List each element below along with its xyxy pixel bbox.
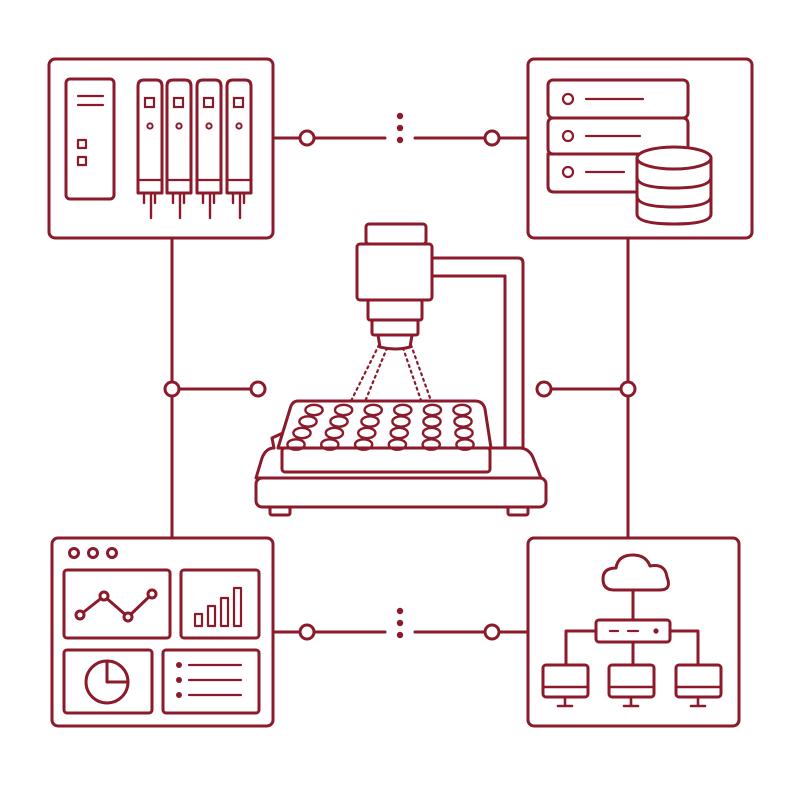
well: [292, 426, 312, 440]
pie-chart-card: [62, 648, 154, 715]
connector-node: [163, 380, 181, 398]
well: [387, 438, 408, 451]
window-dot-icon: [106, 547, 118, 559]
connector-node: [483, 129, 501, 147]
objective-middle: [370, 318, 420, 337]
well: [455, 438, 475, 451]
platform-foot: [268, 505, 292, 517]
well: [286, 438, 306, 451]
well: [333, 403, 354, 417]
objective-lens: [376, 333, 414, 351]
well: [329, 415, 349, 428]
well: [324, 426, 345, 440]
database-cylinder-icon: [635, 145, 713, 226]
window-dot-icon: [68, 547, 80, 559]
microscope-well-plate-icon: [254, 222, 548, 517]
well: [319, 438, 340, 451]
blade-server: [195, 78, 223, 220]
connector-node: [298, 623, 316, 641]
monitor-icon: [541, 663, 590, 708]
well: [421, 438, 442, 451]
light-beam: [345, 343, 436, 411]
connector-node: [298, 129, 316, 147]
blade-server: [225, 78, 253, 220]
tower-unit: [64, 77, 116, 201]
connector-node: [249, 380, 267, 398]
window-dot-icon: [87, 547, 99, 559]
list-icon: [176, 662, 243, 698]
monitor-icon: [674, 663, 723, 708]
list-card: [161, 648, 261, 715]
analytics-dashboard-icon: [50, 536, 275, 728]
bar-chart-icon: [193, 586, 243, 628]
server-rack-icon: [47, 57, 275, 240]
well: [304, 403, 324, 417]
connectors: [163, 112, 637, 641]
well: [298, 415, 318, 428]
cloud-network-icon: [526, 536, 741, 728]
well: [353, 438, 374, 451]
server-unit: [546, 152, 638, 194]
line-chart-card: [62, 568, 172, 640]
well: [356, 426, 377, 440]
cloud-icon: [601, 553, 670, 592]
pie-chart-icon: [84, 659, 130, 705]
connector-node: [619, 380, 637, 398]
blade-server: [136, 78, 164, 220]
line-chart-icon: [78, 592, 154, 619]
bar-chart-card: [179, 568, 261, 640]
well: [360, 415, 380, 428]
camera-top: [364, 222, 428, 246]
monitor-icon: [607, 663, 656, 708]
connector-node: [535, 380, 553, 398]
blade-server: [165, 78, 193, 220]
wells: [286, 403, 475, 451]
well: [363, 403, 384, 417]
bottom-link-ellipsis-icon: [396, 607, 404, 639]
database-server-icon: [526, 57, 754, 240]
microscope-platform: [254, 476, 548, 509]
cloud-network-panel: [526, 536, 741, 728]
platform-foot: [506, 505, 530, 517]
connector-node: [483, 623, 501, 641]
server-rack-panel: [47, 57, 275, 240]
well-plate-side: [280, 446, 492, 474]
dashboard-panel: [50, 536, 275, 728]
top-link-ellipsis-icon: [396, 112, 404, 144]
objective-upper: [366, 298, 424, 322]
camera-body: [355, 242, 434, 302]
database-panel: [526, 57, 754, 240]
